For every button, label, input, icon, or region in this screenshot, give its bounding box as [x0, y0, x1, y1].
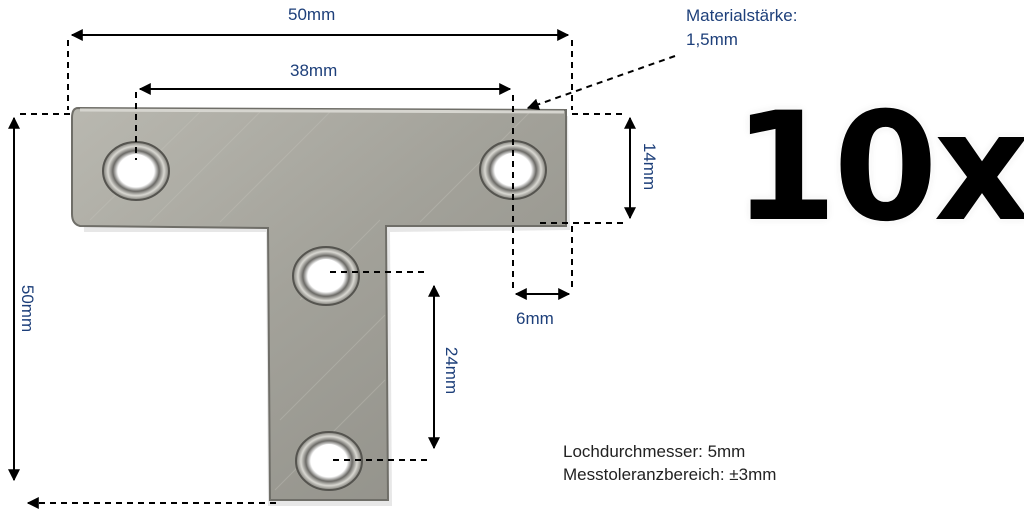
hole-top-left-inner: [121, 154, 151, 180]
hole-leg-lower-inner: [314, 444, 344, 470]
hole-leg-upper-inner: [311, 259, 341, 285]
plate-top-edge: [79, 108, 565, 114]
tolerance-note: Messtoleranzbereich: ±3mm: [563, 465, 777, 484]
quantity-badge: 10x: [733, 81, 1024, 255]
material-pointer: [526, 55, 676, 111]
label-flange-height: 14mm: [640, 142, 660, 191]
label-hole-spacing-top: 38mm: [290, 61, 338, 80]
material-thickness-callout: Materialstärke: 1,5mm: [686, 4, 797, 52]
hole-diameter-note: Lochdurchmesser: 5mm: [563, 442, 746, 461]
label-top-width: 50mm: [288, 5, 336, 24]
label-hole-spacing-leg: 24mm: [442, 346, 462, 395]
dimension-lines: [8, 29, 676, 509]
label-total-height: 50mm: [18, 284, 38, 333]
spec-notes: Lochdurchmesser: 5mm Messtoleranzbereich…: [563, 440, 776, 486]
material-thickness-label: Materialstärke:: [686, 6, 798, 25]
material-thickness-value: 1,5mm: [686, 30, 738, 49]
label-material-offset: 6mm: [516, 309, 554, 328]
